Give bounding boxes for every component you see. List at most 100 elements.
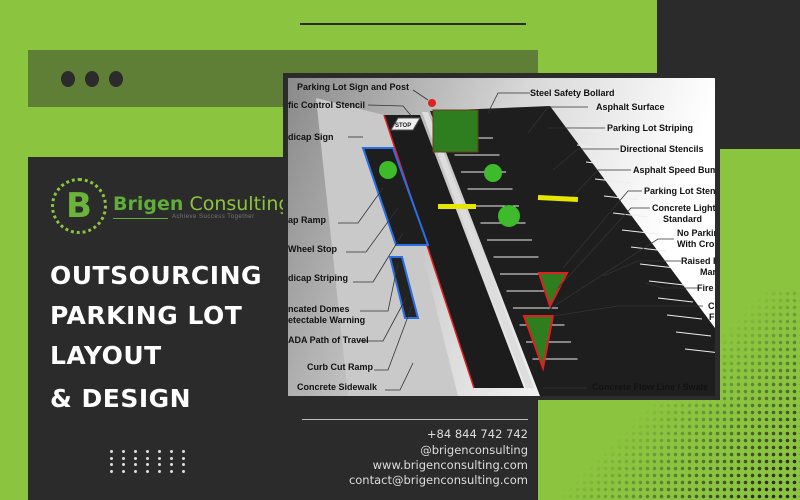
parking-lot-diagram: STOP Parking Lot Sign and Post fic Contr… — [288, 78, 715, 396]
label-asphalt-speed-bump: Asphalt Speed Bump — [633, 165, 715, 175]
stall-stripe — [612, 212, 649, 218]
label-with-crosshatch: With Cros — [677, 239, 715, 249]
label-wheel-stop: Wheel Stop — [288, 244, 337, 254]
contact-phone[interactable]: +84 844 742 742 — [426, 427, 528, 441]
parking-area — [430, 106, 715, 396]
brand-divider — [113, 218, 168, 219]
headline-line-1: OUTSOURCING — [50, 261, 263, 290]
window-dot-icon — [109, 71, 123, 87]
decorative-dot — [110, 463, 113, 466]
headline-line-3: LAYOUT — [50, 341, 162, 370]
ada-crosswalk — [388, 256, 420, 319]
stall-stripe — [576, 144, 613, 150]
brand-name-part1: Brigen — [113, 193, 184, 215]
decorative-dot — [134, 456, 137, 460]
drive-aisle — [384, 115, 524, 388]
decorative-dot — [182, 450, 185, 453]
stall-stripe — [585, 161, 622, 167]
decorative-dot — [146, 469, 149, 473]
decorative-dot — [146, 450, 149, 453]
label-detectable-warning: etectable Warning — [288, 315, 366, 325]
stall-stripe — [567, 127, 604, 133]
tree — [484, 164, 502, 182]
headline-line-4: & DESIGN — [50, 384, 192, 413]
decorative-top-line — [300, 23, 526, 25]
stall-stripe — [666, 314, 703, 320]
decorative-dot — [134, 463, 137, 466]
label-handicap-sign: dicap Sign — [288, 132, 334, 142]
decorative-dot — [182, 469, 185, 473]
speed-bump — [438, 204, 476, 209]
stall-stripe — [594, 178, 631, 184]
accessible-stalls — [361, 147, 430, 246]
parking-stripes — [448, 127, 715, 360]
decorative-dot — [170, 469, 173, 473]
stall-stripe — [648, 280, 685, 286]
label-parking-lot-stencil: Parking Lot Stenc — [644, 186, 715, 196]
decorative-dot — [158, 456, 161, 460]
contact-email[interactable]: contact@brigenconsulting.com — [348, 473, 528, 487]
label-concrete-light-standard: Standard — [663, 214, 703, 224]
headline-line-2: PARKING LOT — [50, 301, 243, 330]
label-asphalt-surface: Asphalt Surface — [596, 102, 665, 112]
decorative-dot — [110, 450, 113, 453]
label-parking-lot-striping: Parking Lot Striping — [607, 123, 694, 133]
decorative-dot — [110, 456, 113, 460]
decorative-dot — [170, 450, 173, 453]
curb-median — [422, 112, 534, 388]
landscape-island — [522, 315, 555, 372]
decorative-dot — [158, 469, 161, 473]
label-concrete-sidewalk: Concrete Sidewalk — [297, 382, 378, 392]
label-truncated-domes: ncated Domes — [288, 304, 350, 314]
stall-stripe — [621, 229, 658, 235]
decorative-dot — [158, 450, 161, 453]
decorative-dot — [122, 456, 125, 460]
label-concrete-light: Concrete Light — [652, 203, 715, 213]
decorative-dot — [146, 463, 149, 466]
brand-tagline: Achieve Success Together — [172, 214, 255, 220]
decorative-dot — [122, 450, 125, 453]
logo-letter: B — [66, 186, 92, 226]
label-c: C — [708, 301, 715, 311]
stall-stripe — [630, 246, 667, 252]
parking-sign-icon — [428, 99, 436, 107]
window-dot-icon — [85, 71, 99, 87]
decorative-dot — [170, 456, 173, 460]
decorative-dot — [122, 469, 125, 473]
label-ada-path: ADA Path of Travel — [288, 335, 369, 345]
label-parking-lot-sign: Parking Lot Sign and Post — [297, 82, 410, 92]
decorative-dot — [170, 463, 173, 466]
decorative-dot — [122, 463, 125, 466]
stop-stencil: STOP — [395, 123, 411, 129]
brand-name-part2: Consulting — [189, 193, 291, 215]
contact-divider — [302, 419, 528, 420]
window-dot-icon — [61, 71, 75, 87]
planter — [432, 109, 479, 153]
decorative-dot — [146, 456, 149, 460]
label-no-parking: No Parkin — [677, 228, 715, 238]
stall-stripe — [675, 331, 712, 337]
stall-stripe — [603, 195, 640, 201]
label-concrete-flow-line: Concrete Flow Line / Swale — [592, 382, 709, 392]
label-f: F — [709, 312, 715, 322]
contact-website[interactable]: www.brigenconsulting.com — [372, 458, 528, 472]
stall-stripe — [639, 263, 676, 269]
decorative-dot — [134, 469, 137, 473]
speed-bump — [537, 194, 579, 203]
logo-ring-icon — [51, 178, 107, 234]
stall-stripe — [684, 348, 715, 353]
tree — [379, 161, 397, 179]
label-traffic-control-stencil: fic Control Stencil — [288, 100, 366, 110]
decorative-dot — [110, 469, 113, 473]
sidewalk — [316, 98, 458, 396]
label-directional-stencils: Directional Stencils — [620, 144, 704, 154]
label-raised-pavement: Raised P — [681, 256, 715, 266]
landscape-island — [537, 272, 569, 309]
decorative-dot — [182, 463, 185, 466]
label-markers: Mar — [700, 267, 715, 277]
contact-social[interactable]: @brigenconsulting — [420, 443, 528, 457]
tree — [498, 205, 520, 227]
decorative-dot — [134, 450, 137, 453]
label-curb-cut-ramp: Curb Cut Ramp — [307, 362, 373, 372]
decorative-dot — [158, 463, 161, 466]
